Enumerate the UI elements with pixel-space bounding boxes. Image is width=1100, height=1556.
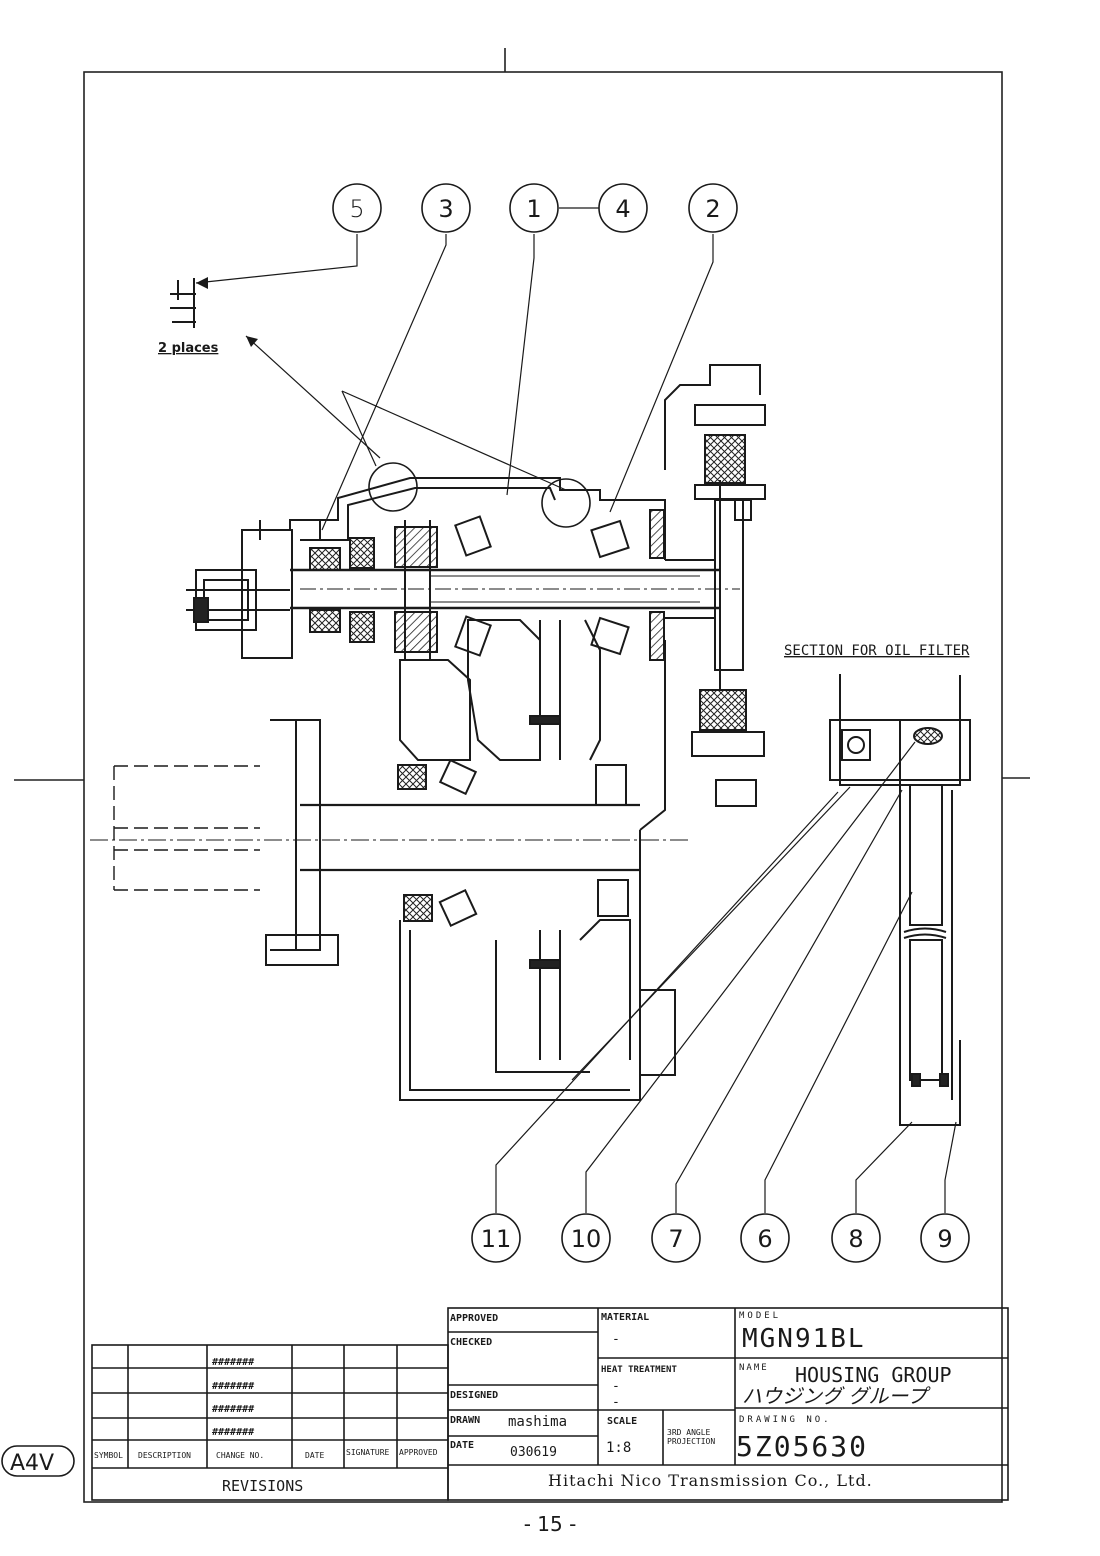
housing-section-view — [90, 364, 766, 1101]
revisions-header-symbol: SYMBOL — [94, 1451, 123, 1460]
material-value: - — [612, 1332, 620, 1347]
revision-mark-2: ####### — [212, 1381, 254, 1392]
callout-8: 8 — [831, 1213, 881, 1263]
drawn-label: DRAWN — [450, 1415, 480, 1426]
callout-5-number: 5 — [349, 195, 364, 223]
designed-label: DESIGNED — [450, 1390, 498, 1401]
callout-10-number: 10 — [571, 1225, 602, 1253]
revisions-title: REVISIONS — [222, 1477, 303, 1495]
date-label: DATE — [450, 1440, 474, 1451]
drawing-no-label: DRAWING NO. — [739, 1415, 832, 1425]
approved-label: APPROVED — [450, 1313, 498, 1324]
callout-9-number: 9 — [937, 1225, 952, 1253]
leader-lines — [195, 207, 957, 1213]
revisions-table — [91, 1344, 449, 1501]
paper-size-text: A4V — [10, 1451, 54, 1476]
projection-line-2: PROJECTION — [667, 1437, 715, 1446]
callout-balloons: 5 3 1 4 2 11 10 7 6 8 9 — [332, 183, 970, 1263]
company-name: Hitachi Nico Transmission Co., Ltd. — [548, 1471, 873, 1490]
callout-4-number: 4 — [615, 195, 630, 223]
name-value-en: HOUSING GROUP — [795, 1363, 952, 1387]
revisions-text: ####### ####### ####### ####### SYMBOL D… — [94, 1357, 438, 1495]
heat-treatment-value-2: - — [612, 1395, 620, 1410]
title-block-text: APPROVED CHECKED DESIGNED DRAWN mashima … — [450, 1311, 952, 1490]
date-value: 030619 — [510, 1445, 557, 1460]
projection-line-1: 3RD ANGLE — [667, 1428, 711, 1437]
callout-1: 1 — [509, 183, 559, 233]
revisions-header-signature: SIGNATURE — [346, 1448, 390, 1457]
callout-9: 9 — [920, 1213, 970, 1263]
callout-2: 2 — [688, 183, 738, 233]
revisions-header-approved: APPROVED — [399, 1448, 438, 1457]
detail-circles — [368, 462, 591, 528]
checked-label: CHECKED — [450, 1337, 492, 1348]
callout-7-number: 7 — [668, 1225, 683, 1253]
heat-treatment-label: HEAT TREATMENT — [601, 1365, 677, 1375]
callout-3: 3 — [421, 183, 471, 233]
scale-value: 1:8 — [606, 1440, 631, 1456]
heat-treatment-value-1: - — [612, 1379, 620, 1394]
oil-filter-section-view — [829, 674, 971, 1126]
callout-11-number: 11 — [481, 1225, 512, 1253]
callout-1-number: 1 — [526, 195, 541, 223]
callout-4: 4 — [598, 183, 648, 233]
name-value-jp: ハウジング グループ — [742, 1384, 931, 1408]
callout-6: 6 — [740, 1213, 790, 1263]
callout-5: 5 — [332, 183, 382, 233]
revisions-header-date: DATE — [305, 1451, 324, 1460]
scale-label: SCALE — [607, 1416, 637, 1427]
material-label: MATERIAL — [601, 1312, 649, 1323]
callout-7: 7 — [651, 1213, 701, 1263]
revisions-header-change-no: CHANGE NO. — [216, 1451, 264, 1460]
drawing-no-value: 5Z05630 — [736, 1430, 868, 1463]
title-block — [447, 1307, 1009, 1501]
seal-detail-symbol — [170, 278, 196, 328]
page-number: - 15 - — [523, 1512, 577, 1536]
revision-mark-1: ####### — [212, 1357, 254, 1368]
callout-2-number: 2 — [705, 195, 720, 223]
oil-filter-section-title: SECTION FOR OIL FILTER — [784, 643, 970, 659]
paper-size-badge: A4V — [1, 1445, 75, 1477]
sheet-frame — [14, 48, 1030, 1503]
model-value: MGN91BL — [742, 1324, 866, 1354]
callout-11: 11 — [471, 1213, 521, 1263]
revision-mark-3: ####### — [212, 1404, 254, 1415]
callout-3-number: 3 — [438, 195, 453, 223]
revision-mark-4: ####### — [212, 1427, 254, 1438]
name-label: NAME — [739, 1363, 769, 1373]
callout-6-number: 6 — [757, 1225, 772, 1253]
callout-8-number: 8 — [848, 1225, 863, 1253]
note-two-places: 2 places — [158, 341, 219, 356]
model-label: MODEL — [739, 1311, 781, 1321]
leader-arrowheads — [196, 277, 258, 347]
revisions-header-description: DESCRIPTION — [138, 1451, 191, 1460]
drawn-value: mashima — [508, 1414, 567, 1430]
callout-10: 10 — [561, 1213, 611, 1263]
